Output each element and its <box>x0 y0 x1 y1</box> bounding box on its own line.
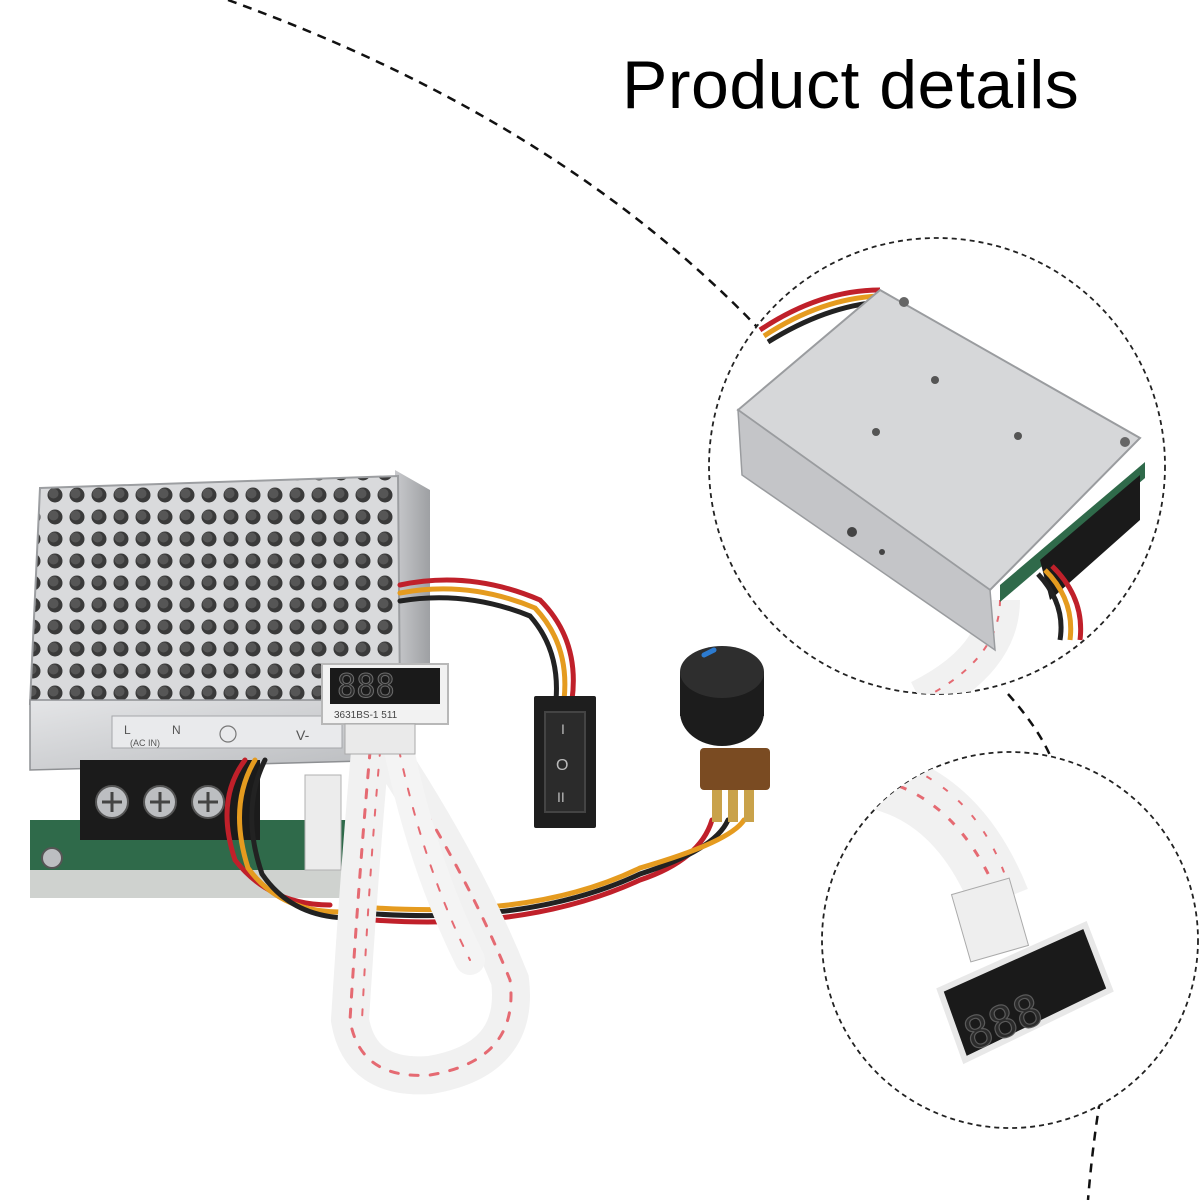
detail-view-led-display: 888 <box>821 751 1199 1129</box>
dashed-connector-top <box>227 0 761 331</box>
page-title: Product details <box>622 47 1080 123</box>
label-ac-in: (AC IN) <box>130 738 160 748</box>
label-v-minus: V- <box>296 727 310 743</box>
label-l: L <box>124 723 131 737</box>
label-n: N <box>172 723 181 737</box>
ribbon-cable <box>330 711 530 1095</box>
potentiometer-knob[interactable] <box>680 646 770 822</box>
dashed-connector-bottom <box>1086 1099 1102 1200</box>
detail-view-controller-back <box>708 237 1166 695</box>
module-connector <box>304 774 342 871</box>
rocker-switch[interactable]: I O II <box>534 696 596 828</box>
switch-symbol-on: I <box>561 721 565 737</box>
terminal-screw-icon <box>95 785 129 819</box>
switch-symbol-reverse: II <box>557 789 565 805</box>
display-part-number: 3631BS-1 511 <box>334 710 398 721</box>
mount-screw-icon <box>41 847 63 869</box>
terminal-screw-icon <box>191 785 225 819</box>
led-digits: 888 <box>337 667 395 705</box>
knob-indicator <box>701 647 717 658</box>
switch-symbol-off: O <box>556 757 568 774</box>
terminal-block <box>80 760 260 840</box>
ground-icon <box>219 725 237 743</box>
led-display-module: 888 3631BS-1 511 <box>321 663 449 755</box>
terminal-screw-icon <box>143 785 177 819</box>
controller-back-view-icon <box>736 287 1145 694</box>
dashed-connector-middle <box>1007 693 1054 761</box>
terminal-label-strip: L N (AC IN) V- <box>111 715 343 749</box>
